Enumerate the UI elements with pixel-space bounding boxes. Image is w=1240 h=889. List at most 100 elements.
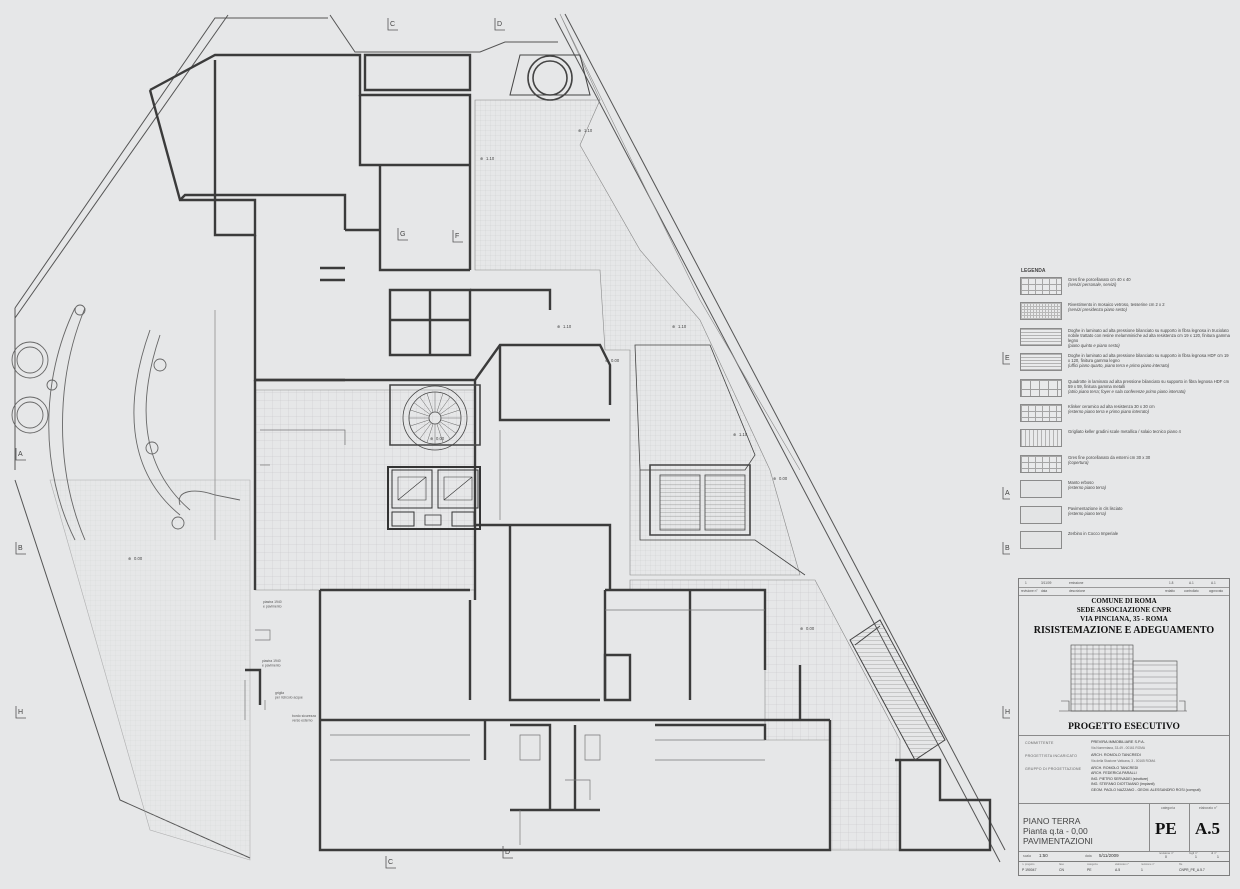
- legend-item: Grigliato keller gradini scale metallica…: [1020, 427, 1230, 451]
- legend-text: Grigliato keller gradini scale metallica…: [1068, 429, 1230, 434]
- legend-text: Gres fine porcellanato da esterni cm 30 …: [1068, 455, 1230, 465]
- category-code: PE: [1155, 819, 1177, 838]
- footer-value: A.5: [1115, 868, 1121, 872]
- rev-label: revisione n°: [1159, 851, 1174, 855]
- level-symbol: ⊕: [773, 476, 776, 481]
- level-symbol: ⊕: [128, 556, 131, 561]
- revision-header-row: revisione n° data descrizione redatto co…: [1019, 587, 1229, 596]
- category-label: categoria: [1161, 806, 1175, 810]
- plan-note: per ricircolo acque: [275, 696, 303, 700]
- client-name: PREVIRA IMMOBILIARE S.P.A.: [1091, 740, 1145, 744]
- level-label: 1.10: [486, 156, 495, 161]
- plan-note: verso esterno: [292, 719, 313, 723]
- legend-usage: (esterno piano terra): [1068, 510, 1106, 516]
- garden: [11, 304, 241, 541]
- section-mark-top-tick: [494, 18, 505, 31]
- legend-text: Pavimentazione in cls lisciato(esterno p…: [1068, 506, 1230, 516]
- team-member: ARCH. ROMOLO TANCREDI: [1091, 766, 1139, 770]
- floor-plan: ⊕1.10⊕1.10⊕1.10⊕1.10⊕0.00⊕1.10⊕0.00⊕0.00…: [11, 13, 1010, 869]
- level-symbol: ⊕: [480, 156, 483, 161]
- legend-item: Quadrotte in laminato ad alta pressione …: [1020, 377, 1230, 401]
- legend-item: Manto erboso(esterno piano terra): [1020, 478, 1230, 502]
- legend-item: Doghe in laminato ad alta pressione bila…: [1020, 351, 1230, 375]
- level-symbol: ⊕: [672, 324, 675, 329]
- legend-text: Gres fine porcellanato cm 40 x 40(serviz…: [1068, 277, 1230, 287]
- level-label: 0.00: [436, 436, 445, 441]
- di-label: di n°: [1211, 851, 1217, 855]
- scale-value: 1:50: [1039, 853, 1048, 858]
- legend-description: Klinker ceramico ad alta resistenza 30 x…: [1068, 404, 1155, 409]
- legend-title: LEGENDA: [1021, 268, 1046, 274]
- rev-value: 0: [1165, 855, 1167, 859]
- legend-text: Quadrotte in laminato ad alta pressione …: [1068, 379, 1230, 394]
- legend-swatch: [1020, 531, 1062, 549]
- footer-label: elaborato n°: [1115, 863, 1130, 866]
- plan-note: bordo sicurezza: [292, 714, 316, 718]
- building-elevation: [1059, 644, 1187, 712]
- drawing-title-3: PAVIMENTAZIONI: [1023, 836, 1093, 846]
- section-mark-inner-tick: [397, 228, 408, 241]
- client-label: COMMITTENTE: [1025, 741, 1054, 745]
- external-stair: [849, 619, 946, 761]
- legend-description: Doghe in laminato ad alta pressione bila…: [1068, 353, 1229, 364]
- level-label: 0.00: [134, 556, 143, 561]
- legend-item: Zerbino in Cocco Imperiale: [1020, 529, 1230, 553]
- footer-value: CNPR_PE_A.5.7: [1179, 868, 1205, 872]
- legend-text: Rivestimento in mosaico vetroso, tesseri…: [1068, 302, 1230, 312]
- section-mark-top: D: [497, 21, 502, 28]
- team-member: ING. PIETRO SERVADEI (strutture): [1091, 776, 1149, 781]
- legend-item: Gres fine porcellanato cm 40 x 40(serviz…: [1020, 275, 1230, 299]
- section-mark-left-tick: [15, 448, 26, 461]
- assoc-title: SEDE ASSOCIAZIONE CNPR: [1076, 606, 1172, 614]
- level-label: 1.10: [678, 324, 687, 329]
- rev-header-date: data: [1041, 589, 1048, 593]
- footer-value: P 190047: [1022, 868, 1037, 872]
- address-title: VIA PINCIANA, 35 - ROMA: [1080, 615, 1168, 623]
- section-mark-left: A: [18, 451, 23, 458]
- section-mark-left-tick: [15, 542, 26, 555]
- level-symbol: ⊕: [430, 436, 433, 441]
- plan-note: e pavimento: [263, 605, 282, 609]
- legend-text: Klinker ceramico ad alta resistenza 30 x…: [1068, 404, 1230, 414]
- section-mark-bottom: D: [505, 849, 510, 856]
- team-member: ING. STEFANO DIOTTAIANO (impianti): [1091, 782, 1155, 787]
- rev-date: 3/11/09: [1041, 581, 1052, 585]
- legend-usage: (piano quinto e piano sesto): [1068, 342, 1120, 348]
- stair-courtyard: [634, 344, 806, 576]
- fogli-label: fogli n°: [1189, 851, 1198, 855]
- legend-swatch: [1020, 429, 1062, 448]
- legend-description: Doghe in laminato ad alta pressione bila…: [1068, 327, 1230, 343]
- legend-usage: (uffici piano quarto, piano terra e prim…: [1068, 363, 1170, 369]
- level-label: 1.10: [563, 324, 572, 329]
- legend-description: Quadrotte in laminato ad alta pressione …: [1068, 378, 1230, 389]
- rev-header-approvato: approvato: [1209, 589, 1224, 593]
- section-mark-top-tick: [387, 18, 398, 31]
- plan-note: piastra 1940: [262, 659, 281, 663]
- legend-item: Rivestimento in mosaico vetroso, tesseri…: [1020, 300, 1230, 324]
- section-mark-inner-tick: [452, 230, 463, 243]
- legend-usage: (servizi personale, servizi): [1068, 282, 1117, 287]
- team-member: GEOM. PAOLO NAZZANO - GEOM. ALESSANDRO R…: [1091, 787, 1201, 792]
- team-member: ARCH. FEDERICA PARALLI: [1091, 771, 1137, 776]
- scale-label: scala: [1023, 854, 1031, 858]
- plan-note: griglia: [275, 691, 284, 695]
- legend-text: Doghe in laminato ad alta pressione bila…: [1068, 353, 1230, 368]
- level-symbol: ⊕: [605, 358, 608, 363]
- designer-address: Via della Stazione Vaticana, 3 - 00165 R…: [1091, 759, 1156, 763]
- section-mark-inner: F: [455, 233, 459, 240]
- legend-usage: (esterno piano terra): [1068, 485, 1106, 491]
- terrace-areas: [49, 13, 901, 861]
- city-title: COMUNE DI ROMA: [1091, 597, 1157, 605]
- legend-description: Pavimentazione in cls lisciato: [1068, 505, 1123, 511]
- title-block: 1 3/11/09 emissione 1.8 A.1 A.1 revision…: [1018, 578, 1230, 862]
- level-symbol: ⊕: [578, 128, 581, 133]
- plan-note: piastra 1940: [263, 600, 282, 604]
- date-label: data: [1085, 854, 1092, 858]
- legend: LEGENDA Gres fine porcellanato cm 40 x 4…: [1018, 266, 1230, 576]
- code-label: elaborato n°: [1199, 806, 1218, 810]
- footer-value: 1: [1141, 868, 1143, 872]
- rev-desc: emissione: [1069, 581, 1084, 585]
- section-mark-left: B: [18, 545, 23, 552]
